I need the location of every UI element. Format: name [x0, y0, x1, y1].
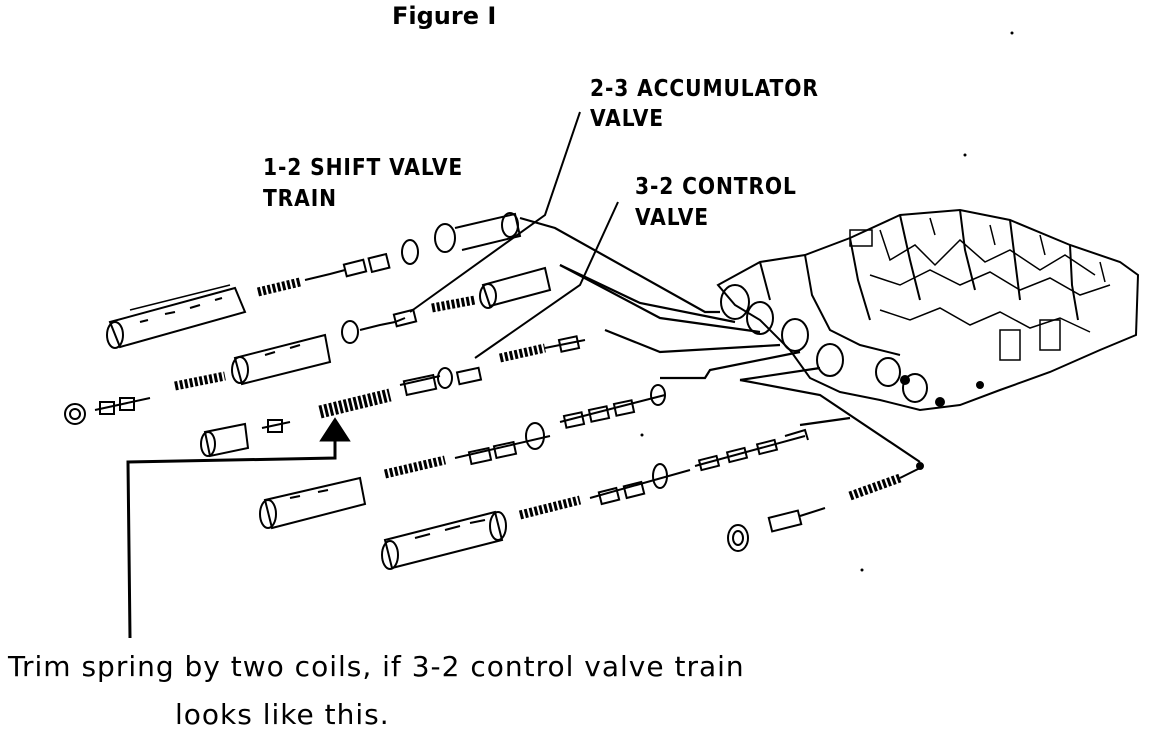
row-accumulator-parts [341, 266, 552, 344]
label-control-valve-line2: VALVE [635, 205, 709, 231]
row-control-valve-train [200, 366, 483, 458]
label-shift-train-line1: 1-2 SHIFT VALVE [263, 155, 464, 181]
row-sixth-train [381, 428, 809, 570]
row-third-train [64, 333, 586, 425]
valve-body-casting [716, 208, 1140, 412]
row-fifth-train [259, 384, 666, 530]
caption-line1: Trim spring by two coils, if 3-2 control… [8, 650, 745, 683]
label-accumulator-line1: 2-3 ACCUMULATOR [590, 76, 819, 102]
bore-leader-lines [519, 216, 921, 463]
figure-title: Figure I [392, 2, 497, 30]
label-shift-train-line2: TRAIN [263, 186, 337, 212]
label-leader-lines [409, 111, 619, 359]
row-bottom-right-parts [727, 462, 924, 552]
row-shift-valve-train [106, 212, 522, 349]
label-control-valve-line1: 3-2 CONTROL [635, 174, 797, 200]
trim-spring-pointer [126, 417, 351, 639]
caption-line2: looks like this. [175, 698, 390, 731]
label-accumulator-line2: VALVE [590, 106, 664, 132]
